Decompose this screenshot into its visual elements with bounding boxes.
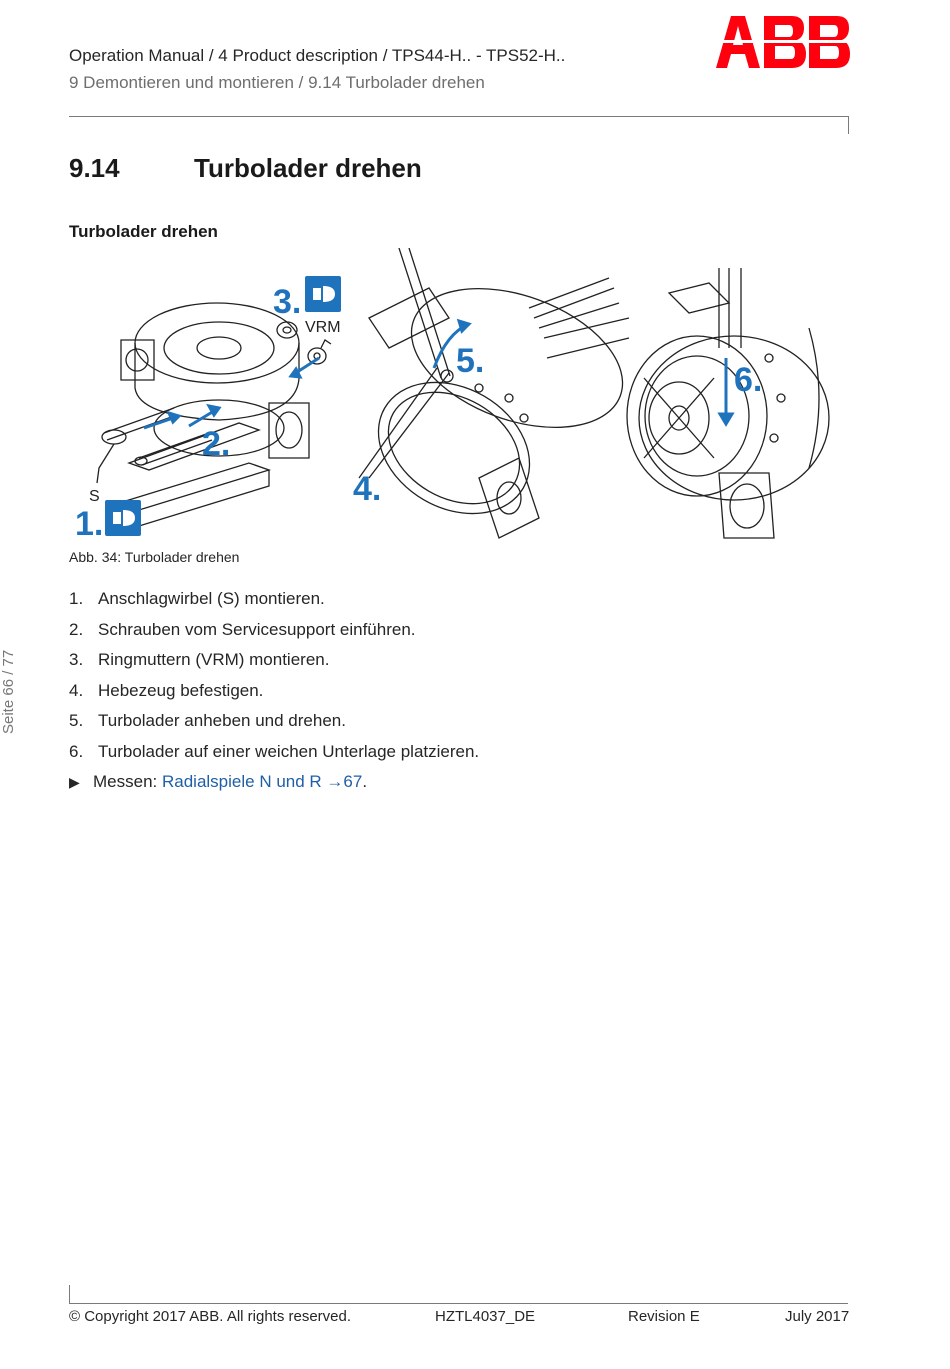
turbocharger-placed-illustration [626, 268, 830, 539]
radialspiele-link[interactable]: Radialspiele N und R →67 [162, 772, 362, 791]
figure-label-2: 2. [202, 425, 230, 463]
result-prefix: Messen: [93, 772, 158, 791]
step-item: 3. Ringmuttern (VRM) montieren. [69, 649, 479, 680]
footer-revision: Revision E [628, 1308, 700, 1325]
step-text: Hebezeug befestigen. [98, 680, 264, 700]
figure-subheading: Turbolader drehen [69, 222, 218, 241]
header-chapter: 9 Demontieren und montieren / 9.14 Turbo… [69, 73, 485, 92]
footer-rule [69, 1303, 848, 1304]
figure-part-s: S [89, 488, 100, 505]
result-arrow-icon: ▶ [69, 774, 80, 790]
step-text: Anschlagwirbel (S) montieren. [98, 589, 325, 608]
footer-copyright: © Copyright 2017 ABB. All rights reserve… [69, 1308, 352, 1325]
figure-part-vrm: VRM [305, 319, 341, 336]
step-text: Ringmuttern (VRM) montieren. [98, 650, 330, 669]
footer-rule-tick [69, 1285, 70, 1303]
step-number: 4. [69, 680, 84, 700]
step-item: 5. Turbolader anheben und drehen. [69, 710, 479, 741]
step-number: 3. [69, 650, 84, 669]
abb-logo [714, 16, 850, 68]
figure-caption: Abb. 34: Turbolader drehen [69, 549, 240, 565]
step-number: 1. [69, 589, 84, 608]
step-number: 2. [69, 619, 84, 639]
side-page-number: Seite 66 / 77 [0, 649, 17, 734]
result-line: ▶ Messen: Radialspiele N und R →67. [69, 772, 367, 792]
step-number: 5. [69, 711, 84, 730]
footer-date: July 2017 [785, 1308, 850, 1325]
link-text: Radialspiele N und R [161, 772, 322, 791]
header-breadcrumb: Operation Manual / 4 Product description… [69, 46, 566, 65]
step-text: Turbolader auf einer weichen Unterlage p… [98, 741, 480, 761]
service-support-icon [105, 500, 141, 536]
header-rule-tick [848, 116, 849, 134]
header-rule [69, 116, 848, 117]
footer-doc-id: HZTL4037_DE [435, 1308, 536, 1325]
section-title: Turbolader drehen [194, 153, 422, 183]
step-item: 2. Schrauben vom Servicesupport einführen… [69, 619, 479, 650]
turbocharger-figure: 1. 2. 3. 4. 5. 6. S VRM [75, 248, 830, 543]
instruction-steps: 1. Anschlagwirbel (S) montieren. 2. Schrau… [69, 588, 479, 771]
turbocharger-lifting-illustration [358, 248, 630, 539]
result-suffix: . [362, 772, 368, 791]
figure-label-3: 3. [273, 283, 301, 321]
step-text: Schrauben vom Servicesupport einführen. [98, 619, 416, 639]
figure-label-5: 5. [456, 342, 484, 380]
step-item: 6. Turbolader auf einer weichen Unterlage… [69, 741, 479, 772]
turbocharger-upright-illustration [96, 302, 310, 527]
step-number: 6. [69, 741, 84, 761]
section-number: 9.14 [69, 153, 120, 183]
service-support-icon [305, 276, 341, 312]
step-item: 1. Anschlagwirbel (S) montieren. [69, 588, 479, 619]
figure-label-6: 6. [734, 361, 762, 399]
step-item: 4. Hebezeug befestigen. [69, 680, 479, 711]
link-page-ref: →67 [326, 772, 363, 791]
figure-label-1: 1. [75, 505, 103, 543]
step-text: Turbolader anheben und drehen. [98, 711, 346, 730]
figure-label-4: 4. [353, 470, 381, 508]
